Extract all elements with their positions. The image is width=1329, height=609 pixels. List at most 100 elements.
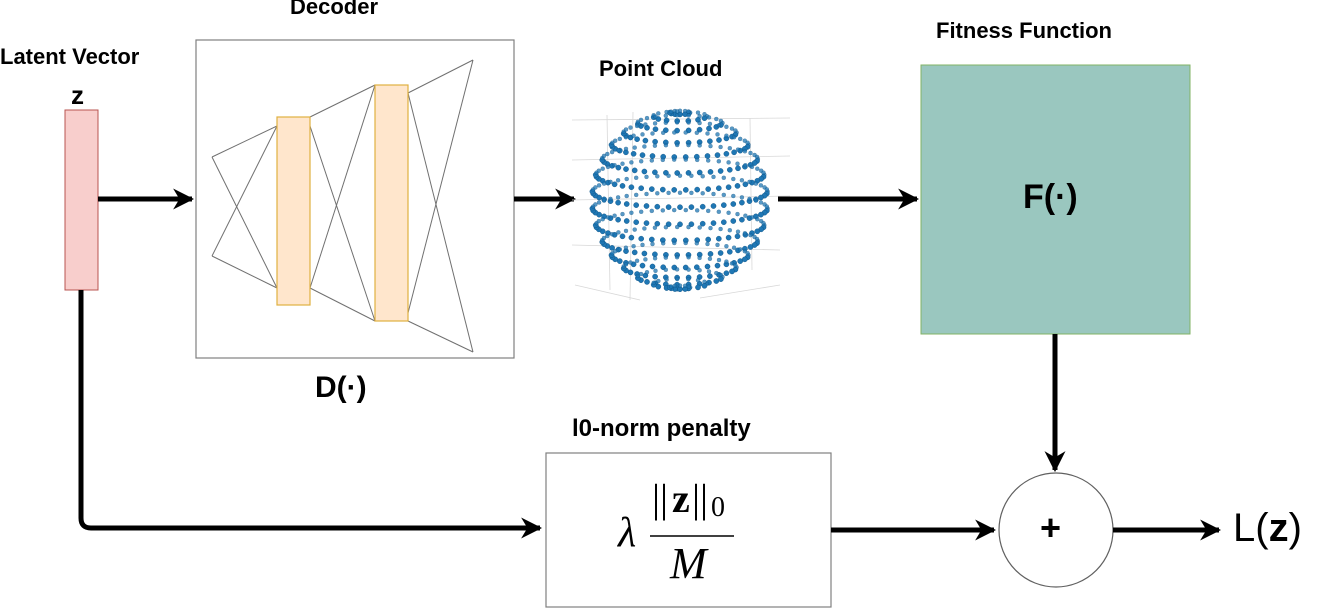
point-cloud-dot xyxy=(705,186,712,192)
point-cloud-dot xyxy=(619,183,626,189)
point-cloud-dot xyxy=(641,250,648,257)
point-cloud-dot xyxy=(624,193,629,199)
point-cloud-dot xyxy=(727,166,733,173)
point-cloud-dot xyxy=(735,229,741,234)
point-cloud-dot xyxy=(717,250,724,256)
latent-vector-title: Latent Vector xyxy=(0,44,140,69)
point-cloud-dot xyxy=(758,200,764,205)
point-cloud-title: Point Cloud xyxy=(599,56,723,81)
point-cloud-dot xyxy=(749,164,755,170)
point-cloud-dot xyxy=(730,218,737,224)
point-cloud-dot xyxy=(611,181,618,188)
point-cloud-dot xyxy=(640,242,645,248)
decoder-hidden-layer-2 xyxy=(374,84,409,322)
norm-variable: z xyxy=(672,476,690,521)
point-cloud-dot xyxy=(664,277,669,282)
latent-vector-bar xyxy=(64,109,99,291)
point-cloud-dot xyxy=(674,255,680,260)
point-cloud-dot xyxy=(706,125,712,132)
point-cloud-dot xyxy=(638,271,644,277)
point-cloud-dot xyxy=(654,220,661,227)
sum-symbol: + xyxy=(1040,507,1062,548)
point-cloud-dot xyxy=(638,235,645,242)
point-cloud-dot xyxy=(677,204,683,210)
point-cloud-dot xyxy=(748,232,753,238)
point-cloud-dot xyxy=(739,195,745,200)
point-cloud-dot xyxy=(644,191,649,197)
point-cloud-dot xyxy=(634,175,639,181)
point-cloud-dot xyxy=(753,181,759,186)
point-cloud-dot xyxy=(672,207,677,213)
point-cloud-dot xyxy=(605,215,611,220)
point-cloud-dot xyxy=(758,183,764,188)
point-cloud-dot xyxy=(609,149,615,155)
point-cloud-dot xyxy=(608,196,613,202)
point-cloud-dot xyxy=(616,230,621,235)
point-cloud-dot xyxy=(617,136,622,142)
point-cloud-dot xyxy=(666,173,671,179)
point-cloud-dot xyxy=(640,132,645,137)
point-cloud-dot xyxy=(623,166,629,172)
point-cloud-dot xyxy=(596,200,602,205)
point-cloud-dot xyxy=(683,157,688,162)
point-cloud-dot xyxy=(616,148,621,153)
point-cloud-dot xyxy=(697,225,702,230)
point-cloud-dot xyxy=(695,208,700,213)
point-cloud-dot xyxy=(615,216,621,223)
point-cloud-dot xyxy=(748,150,753,156)
point-cloud-dot xyxy=(727,227,732,233)
point-cloud-dot xyxy=(671,187,678,193)
point-cloud-dot xyxy=(686,255,691,260)
point-cloud-dot xyxy=(702,111,707,117)
point-cloud-dot xyxy=(716,137,722,143)
point-cloud-dot xyxy=(674,267,680,272)
point-cloud-dot xyxy=(661,241,666,246)
point-cloud-dot xyxy=(677,190,683,196)
point-cloud-dot xyxy=(735,161,740,166)
point-cloud-dot xyxy=(727,248,733,255)
point-cloud-dot xyxy=(718,118,724,124)
point-cloud-dot xyxy=(743,213,748,218)
point-cloud-dot xyxy=(665,221,672,227)
point-cloud-dot xyxy=(631,249,638,256)
point-cloud-dot xyxy=(715,242,720,248)
point-cloud-dot xyxy=(615,199,621,206)
point-cloud-dot xyxy=(716,257,722,263)
point-cloud-dot xyxy=(702,279,707,284)
point-cloud-dot xyxy=(716,122,722,128)
point-cloud-dot xyxy=(716,185,722,191)
point-cloud-dot xyxy=(650,131,655,136)
point-cloud-dot xyxy=(747,244,754,250)
point-cloud-dot xyxy=(615,178,621,183)
point-cloud-dot xyxy=(714,152,721,158)
point-cloud-dot xyxy=(730,201,737,207)
point-cloud-dot xyxy=(612,213,617,218)
point-cloud-dot xyxy=(721,202,727,208)
point-cloud-dot xyxy=(697,120,702,126)
point-cloud-dot xyxy=(721,219,727,225)
point-cloud-dot xyxy=(707,121,713,127)
point-cloud-dot xyxy=(714,270,719,276)
point-cloud-dot xyxy=(754,154,760,160)
point-cloud-dot xyxy=(717,168,724,174)
point-cloud-dot xyxy=(734,183,741,189)
point-cloud-dot xyxy=(652,143,658,148)
point-cloud-dot xyxy=(694,241,699,246)
point-cloud-dot xyxy=(714,262,721,269)
point-cloud-dot xyxy=(665,204,672,210)
point-cloud-dot xyxy=(642,137,649,144)
point-cloud-dot xyxy=(620,161,625,166)
point-cloud-dot xyxy=(706,208,711,214)
point-cloud-dot xyxy=(694,130,699,136)
point-cloud-dot xyxy=(718,226,723,232)
point-cloud-dot xyxy=(663,142,669,148)
point-cloud-sphere xyxy=(589,108,770,293)
point-cloud-dot xyxy=(663,224,669,230)
point-cloud-dot xyxy=(724,124,729,130)
point-cloud-dot xyxy=(660,208,665,213)
point-cloud-dot xyxy=(615,195,621,200)
point-cloud-dot xyxy=(630,150,637,157)
point-cloud-dot xyxy=(695,278,701,283)
point-cloud-dot xyxy=(742,149,748,154)
